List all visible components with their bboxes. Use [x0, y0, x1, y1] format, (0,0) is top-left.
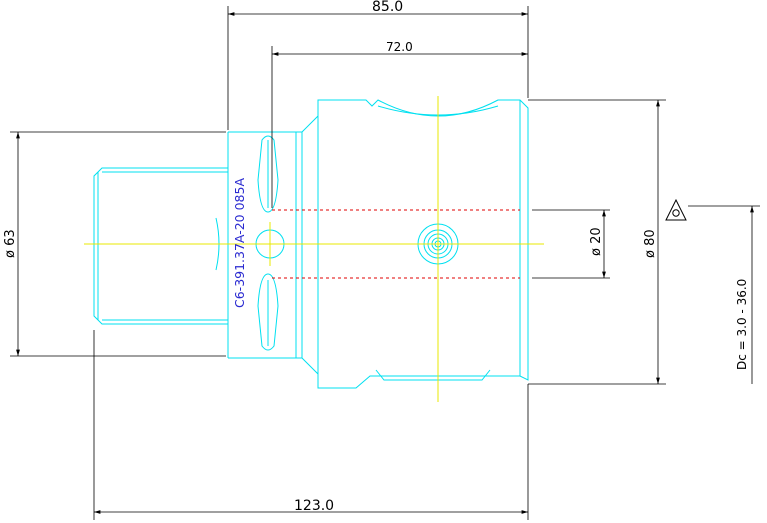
body-bottom-notch [375, 369, 491, 381]
coolant-slot-upper [257, 135, 279, 213]
dimension-lines [10, 6, 760, 520]
dim-72-label: 72.0 [386, 40, 413, 54]
dim-85-label: 85.0 [372, 0, 403, 15]
dim-80-label: ø 80 [643, 229, 658, 258]
shank-taper [93, 167, 228, 325]
insert-symbol-icon [665, 198, 687, 221]
flange [228, 131, 303, 359]
part-number-label: C6-391.37A-20 085A [232, 178, 247, 308]
dc-range-label: Dc = 3.0 - 36.0 [735, 279, 749, 370]
center-lines [84, 96, 544, 402]
dim-20-label: ø 20 [589, 227, 604, 256]
hidden-lines [272, 209, 520, 279]
dim-63-label: ø 63 [3, 229, 18, 258]
dim-123-label: 123.0 [294, 498, 334, 514]
coolant-slot-lower [257, 273, 279, 351]
